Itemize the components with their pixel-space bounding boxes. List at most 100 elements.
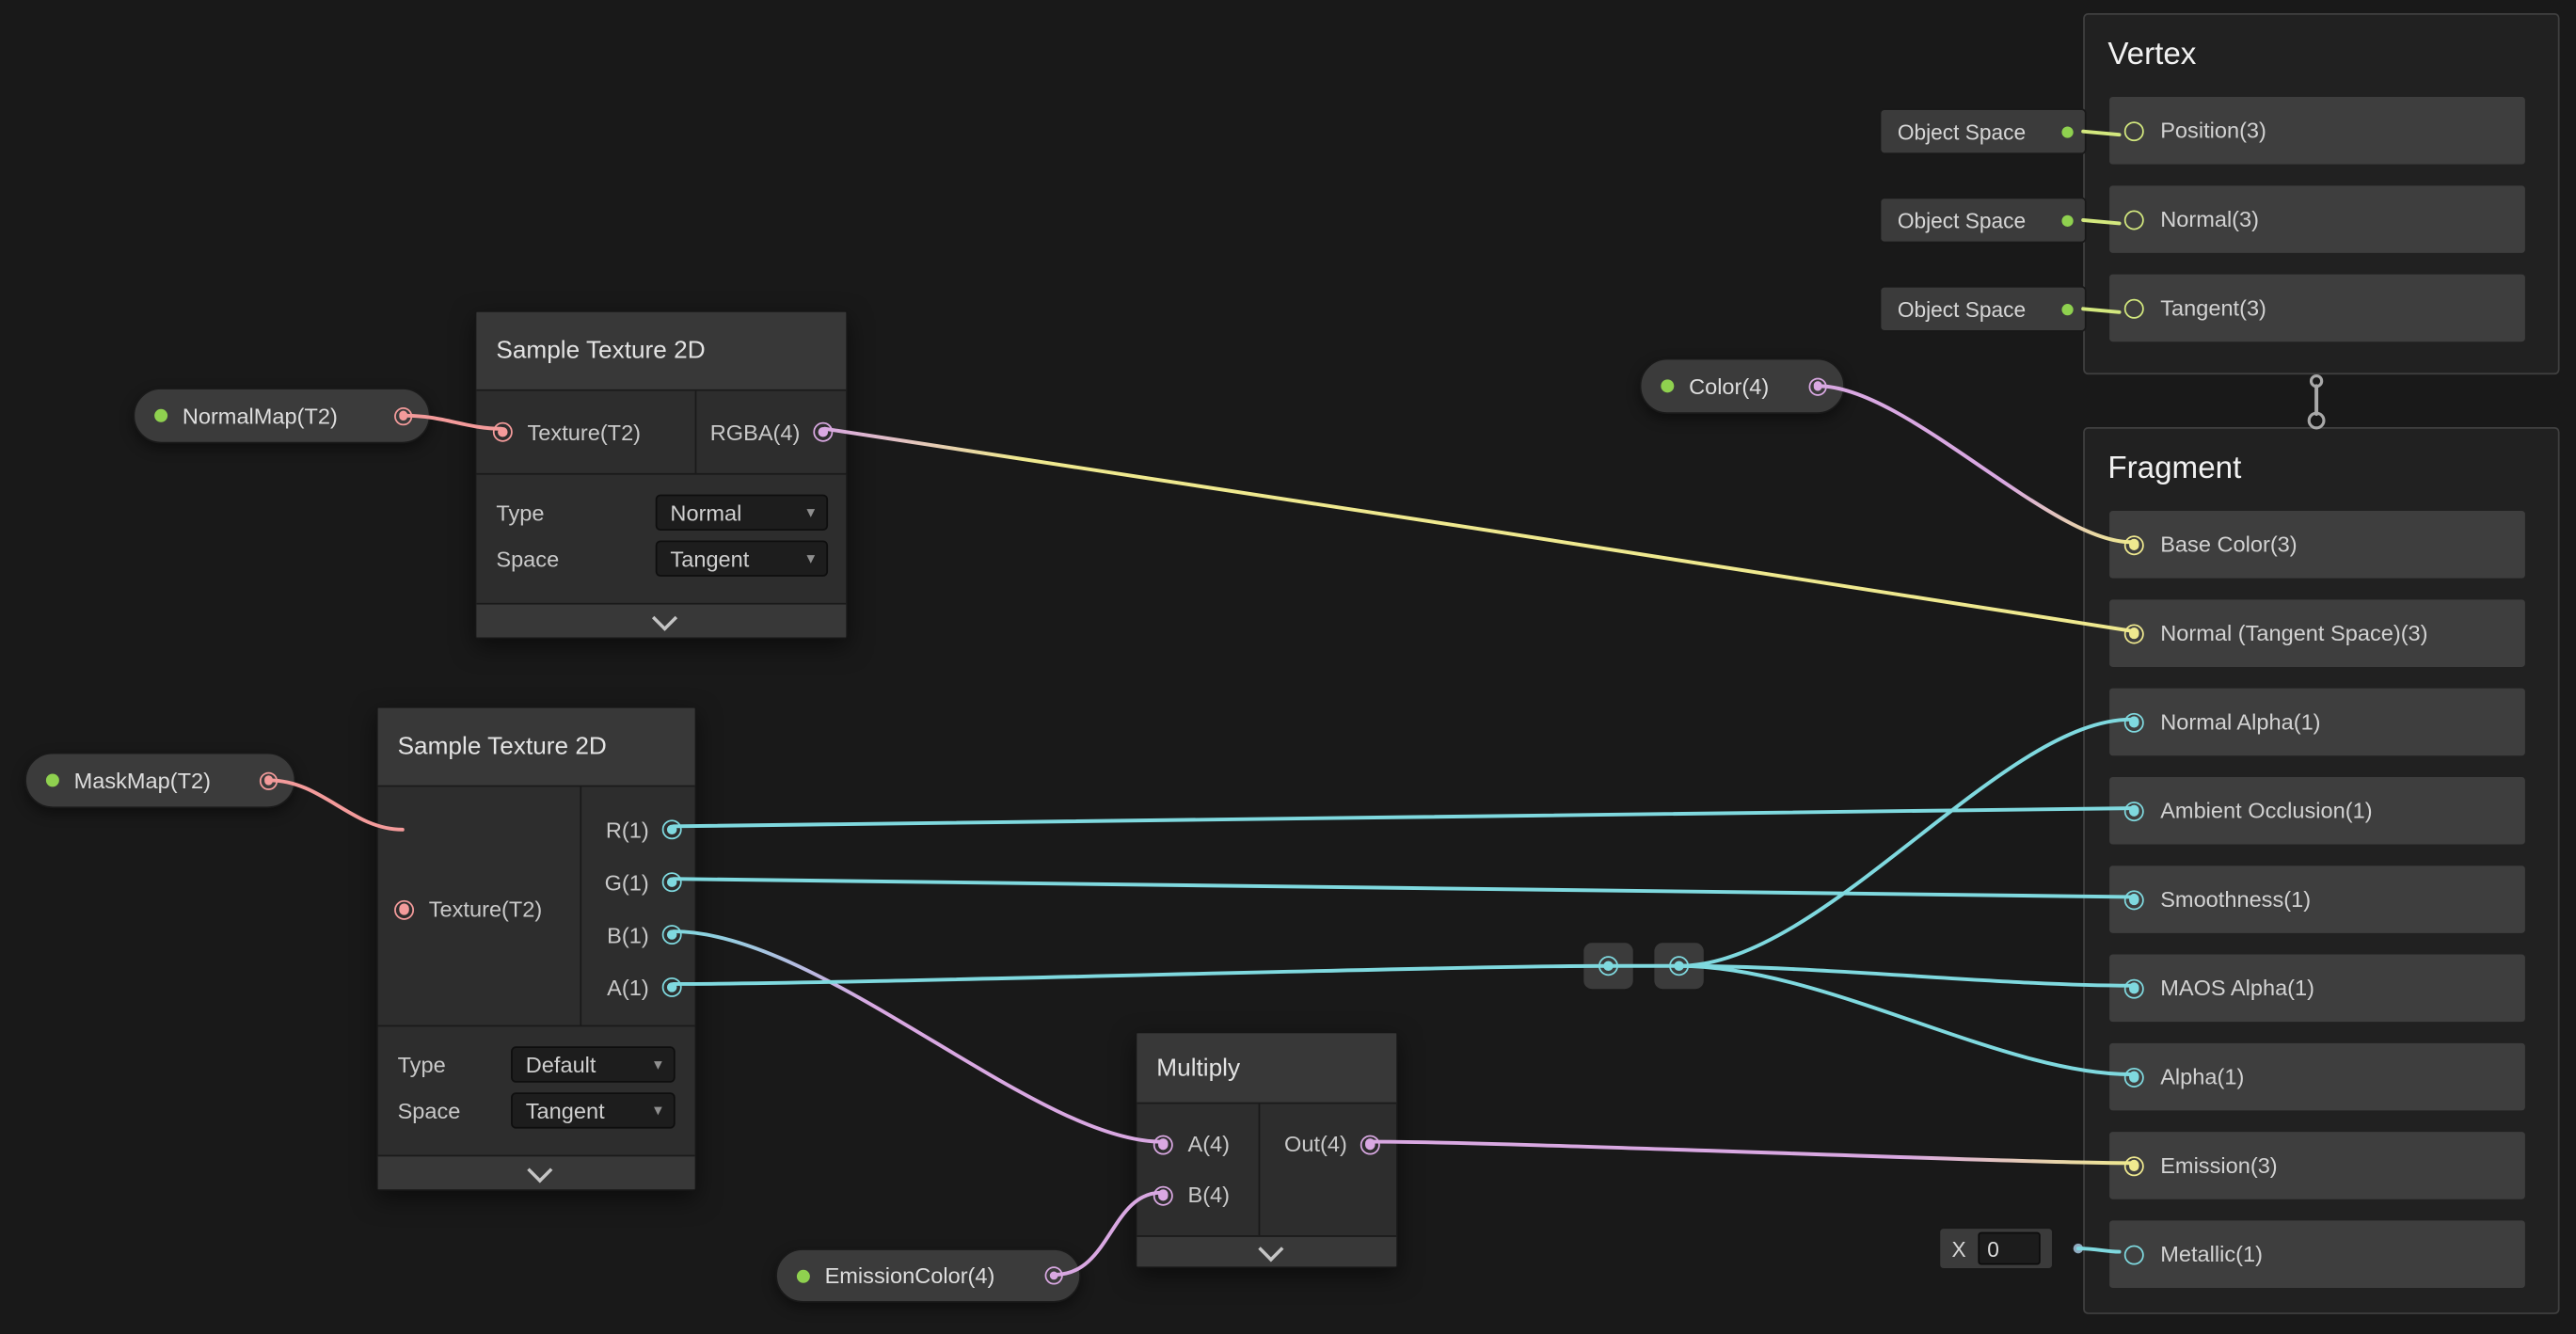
- property-dot: [1661, 379, 1675, 393]
- color-output-port[interactable]: [1808, 376, 1827, 395]
- divider: [695, 390, 697, 473]
- vertex-fragment-stack-connector[interactable]: [2307, 373, 2326, 430]
- edge-b-to-multiply-a[interactable]: [671, 929, 1164, 1144]
- b-output[interactable]: B(1): [607, 909, 682, 961]
- b-input[interactable]: B(4): [1153, 1169, 1230, 1220]
- maos-alpha-port[interactable]: [2123, 977, 2144, 998]
- sample-texture-2d-normal-node[interactable]: Sample Texture 2D Texture(T2) RGBA(4) Ty…: [474, 310, 849, 640]
- multiply-node[interactable]: Multiply A(4) B(4) Out(4): [1135, 1031, 1398, 1269]
- property-node-emissioncolor[interactable]: EmissionColor(4): [775, 1248, 1081, 1303]
- g-output[interactable]: G(1): [605, 856, 682, 909]
- sample-texture-2d-mask-node[interactable]: Sample Texture 2D Texture(T2) R(1) G(1) …: [375, 706, 697, 1191]
- out-output[interactable]: Out(4): [1284, 1119, 1380, 1169]
- type-dropdown[interactable]: Normal ▾: [655, 494, 829, 532]
- position-port[interactable]: [2123, 120, 2144, 141]
- fragment-row-base-color[interactable]: Base Color(3): [2109, 511, 2525, 579]
- a-output[interactable]: A(1): [607, 961, 682, 1014]
- edge-g-to-smoothness[interactable]: [671, 877, 2133, 899]
- edge-r-to-ambient-occlusion[interactable]: [671, 806, 2133, 829]
- object-space-chip-normal[interactable]: Object Space: [1879, 197, 2087, 244]
- a-input[interactable]: A(4): [1153, 1119, 1230, 1169]
- object-space-chip-position[interactable]: Object Space: [1879, 108, 2087, 155]
- edge-a-to-redirect[interactable]: [671, 963, 1611, 986]
- normal-port[interactable]: [2123, 209, 2144, 230]
- fragment-row-ambient-occlusion[interactable]: Ambient Occlusion(1): [2109, 776, 2525, 845]
- property-node-maskmap[interactable]: MaskMap(T2): [24, 752, 296, 809]
- maskmap-output-port[interactable]: [259, 770, 278, 790]
- texture-input-port[interactable]: [394, 899, 415, 919]
- fragment-row-normal-tangent[interactable]: Normal (Tangent Space)(3): [2109, 599, 2525, 667]
- emissioncolor-output-port[interactable]: [1044, 1266, 1063, 1285]
- texture-input-label: Texture(T2): [428, 897, 543, 922]
- vertex-row-normal[interactable]: Normal(3): [2109, 185, 2525, 253]
- texture-input-port[interactable]: [492, 421, 513, 442]
- fragment-row-metallic[interactable]: Metallic(1): [2109, 1220, 2525, 1288]
- rgba-output-port[interactable]: [813, 421, 834, 442]
- texture-input[interactable]: Texture(T2): [476, 420, 695, 444]
- property-dot: [154, 408, 168, 422]
- property-node-color[interactable]: Color(4): [1639, 357, 1845, 415]
- edge-multiply-out-to-emission[interactable]: [1370, 1139, 2133, 1166]
- fragment-row-smoothness[interactable]: Smoothness(1): [2109, 866, 2525, 933]
- space-dropdown[interactable]: Tangent ▾: [511, 1092, 676, 1129]
- node-title: Sample Texture 2D: [476, 311, 847, 391]
- fragment-block[interactable]: Fragment Base Color(3) Normal (Tangent S…: [2083, 427, 2560, 1314]
- vertex-row-tangent[interactable]: Tangent(3): [2109, 274, 2525, 342]
- r-output[interactable]: R(1): [606, 803, 682, 856]
- b-input-port[interactable]: [1153, 1184, 1173, 1205]
- tangent-port[interactable]: [2123, 297, 2144, 318]
- node-expand-bar[interactable]: [1137, 1235, 1397, 1267]
- b-output-port[interactable]: [661, 925, 682, 945]
- redirect-node-2[interactable]: [1652, 941, 1706, 991]
- alpha-port[interactable]: [2123, 1067, 2144, 1088]
- edge-redirect-to-maos-alpha[interactable]: [1677, 963, 2133, 988]
- metallic-value-input[interactable]: [1977, 1231, 2041, 1265]
- redirect-port[interactable]: [1598, 956, 1618, 977]
- redirect-port[interactable]: [1669, 956, 1690, 977]
- edge-rgba-to-normal-tangent[interactable]: [822, 426, 2133, 633]
- edge-redirect-to-normal-alpha[interactable]: [1677, 717, 2133, 968]
- r-output-port[interactable]: [661, 819, 682, 840]
- base-color-port[interactable]: [2123, 534, 2144, 555]
- g-output-port[interactable]: [661, 872, 682, 893]
- smoothness-port[interactable]: [2123, 889, 2144, 910]
- a-input-label: A(4): [1187, 1132, 1231, 1157]
- texture-input[interactable]: Texture(T2): [394, 897, 543, 922]
- object-space-chip-tangent[interactable]: Object Space: [1879, 285, 2087, 332]
- divider: [1258, 1104, 1261, 1236]
- node-expand-bar[interactable]: [377, 1154, 695, 1190]
- emission-label: Emission(3): [2160, 1152, 2278, 1179]
- out-output-port[interactable]: [1360, 1134, 1380, 1154]
- fragment-row-emission[interactable]: Emission(3): [2109, 1132, 2525, 1199]
- normalmap-output-port[interactable]: [394, 406, 413, 425]
- type-dropdown[interactable]: Default ▾: [511, 1046, 676, 1083]
- space-control: Space Tangent ▾: [496, 540, 829, 577]
- a-input-port[interactable]: [1153, 1134, 1173, 1154]
- metallic-port[interactable]: [2123, 1244, 2144, 1264]
- a-output-port[interactable]: [661, 977, 682, 997]
- emission-port[interactable]: [2123, 1155, 2144, 1176]
- object-space-label: Object Space: [1897, 296, 2027, 322]
- normal-alpha-port[interactable]: [2123, 711, 2144, 732]
- space-dropdown[interactable]: Tangent ▾: [655, 540, 829, 577]
- tangent-label: Tangent(3): [2160, 295, 2266, 321]
- node-expand-bar[interactable]: [476, 602, 847, 638]
- property-node-normalmap[interactable]: NormalMap(T2): [133, 388, 431, 444]
- rgba-output[interactable]: RGBA(4): [697, 420, 846, 444]
- divider: [580, 786, 582, 1025]
- ambient-occlusion-port[interactable]: [2123, 801, 2144, 821]
- node-title: Multiply: [1137, 1033, 1397, 1104]
- vertex-row-position[interactable]: Position(3): [2109, 97, 2525, 165]
- fragment-row-normal-alpha[interactable]: Normal Alpha(1): [2109, 688, 2525, 756]
- node-controls: Type Normal ▾ Space Tangent ▾: [476, 475, 846, 603]
- normal-tangent-port[interactable]: [2123, 623, 2144, 643]
- fragment-row-maos-alpha[interactable]: MAOS Alpha(1): [2109, 954, 2525, 1023]
- edge-redirect-to-alpha[interactable]: [1677, 963, 2133, 1076]
- dropdown-arrow-icon: ▾: [653, 1101, 662, 1120]
- redirect-node-1[interactable]: [1582, 941, 1635, 991]
- vertex-block[interactable]: Vertex Position(3) Normal(3) Tangent(3): [2083, 12, 2560, 375]
- fragment-row-alpha[interactable]: Alpha(1): [2109, 1042, 2525, 1111]
- texture-input-label: Texture(T2): [527, 420, 642, 445]
- property-label: NormalMap(T2): [182, 403, 338, 428]
